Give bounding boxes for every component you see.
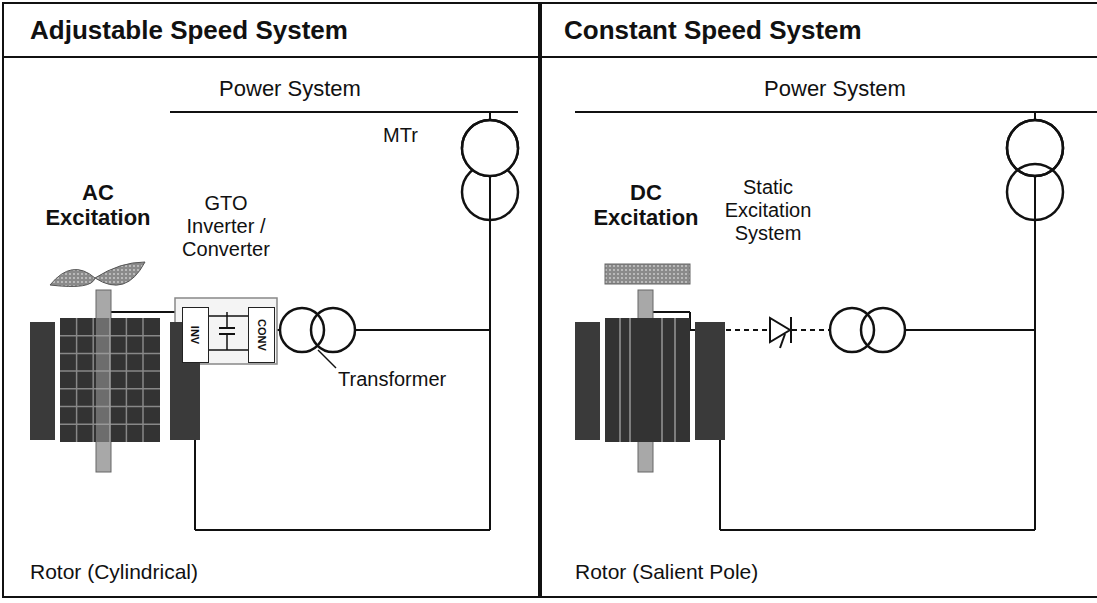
gto-converter [175,298,277,364]
block-label: INV [190,326,202,344]
converter-box: CONV [248,307,275,363]
block-label: CONV [256,319,268,351]
converter-label: GTO Inverter / Converter [170,192,282,261]
panel-header: Adjustable Speed System [4,4,538,58]
salient-pole-rotor [575,290,725,472]
thyristor-symbol [770,317,791,348]
excitation-label: AC Excitation [42,180,154,231]
rotor-label: Rotor (Salient Pole) [575,560,855,584]
transformer-label: MTr [383,124,443,147]
inverter-box: INV [182,307,209,363]
bus-label: Power System [190,76,390,101]
excitation-system-label: Static Excitation System [712,176,824,245]
wires [110,112,1035,530]
bus-label: Power System [735,76,935,101]
cylindrical-rotor [30,290,200,472]
excitation-label: DC Excitation [590,180,702,231]
leader-line [318,350,336,368]
dc-excitation-bar [605,264,690,284]
dc-link-wire [209,315,248,317]
panel-header: Constant Speed System [542,4,1097,58]
ac-excitation-wave [50,262,145,286]
power-bus [170,111,1097,113]
transformer-label: Transformer [338,368,468,391]
rotor-label: Rotor (Cylindrical) [30,560,310,584]
